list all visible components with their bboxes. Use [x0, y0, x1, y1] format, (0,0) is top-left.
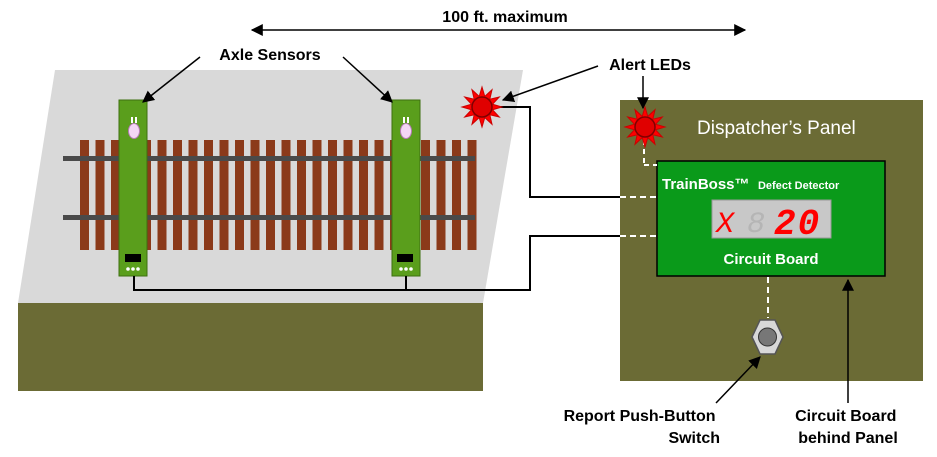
railroad-tie — [157, 140, 167, 250]
trainboss-brand: TrainBoss™ — [662, 176, 750, 193]
report-switch-line1: Report Push-Button — [564, 408, 716, 425]
railroad-tie — [467, 140, 477, 250]
axle-sensor-right — [391, 99, 421, 277]
board-behind-line1: Circuit Board — [795, 408, 896, 425]
railroad-tie — [235, 140, 244, 250]
wire-led-to-board — [497, 106, 620, 198]
trainboss-label: TrainBoss™ Defect Detector — [662, 176, 840, 193]
wire-sensors-to-board — [133, 235, 620, 291]
callout-alert-led-1 — [501, 65, 599, 103]
railroad-tie — [343, 140, 353, 250]
alert-leds-label: Alert LEDs — [609, 57, 691, 74]
railroad-tie — [188, 140, 198, 250]
railroad-tie — [111, 140, 120, 250]
railroad-tie — [436, 140, 446, 250]
callout-axle-left — [142, 56, 201, 103]
display-x-indicator: X — [714, 208, 736, 242]
rail-lower — [63, 215, 475, 220]
led-starburst-icon — [460, 85, 504, 129]
ground-block — [18, 303, 483, 391]
axle-sensor-left — [118, 99, 148, 277]
axle-sensors-label: Axle Sensors — [219, 47, 320, 64]
callout-report-switch — [715, 356, 761, 404]
sensor-bulb-icon — [400, 117, 412, 139]
panel-title: Dispatcher’s Panel — [697, 118, 856, 139]
railroad-tie — [219, 140, 229, 250]
railroad-tie — [204, 140, 213, 250]
railroad-tie — [266, 140, 275, 250]
display-digits: 20 — [774, 204, 821, 245]
railroad-tie — [297, 140, 306, 250]
railroad-tie — [95, 140, 105, 250]
board-behind-line2: behind Panel — [798, 430, 898, 447]
railroad-tie — [80, 140, 89, 250]
display-ghost-digit: 8 — [747, 208, 765, 242]
railroad-tie — [374, 140, 384, 250]
railroad-tie — [359, 140, 368, 250]
rail-upper — [63, 156, 475, 161]
railroad-tie — [281, 140, 291, 250]
railroad-tie — [452, 140, 461, 250]
trainboss-suffix: Defect Detector — [758, 180, 840, 192]
callout-axle-right — [342, 56, 393, 103]
report-switch-label: Report Push-Button Switch — [564, 408, 720, 447]
led-starburst-icon — [623, 105, 667, 149]
railroad-tie — [328, 140, 337, 250]
dimension-label: 100 ft. maximum — [442, 9, 567, 26]
board-behind-panel-label: Circuit Board behind Panel — [795, 408, 901, 447]
circuit-board-label: Circuit Board — [723, 251, 818, 268]
report-switch-line2: Switch — [668, 430, 720, 447]
sensor-bulb-icon — [128, 117, 140, 139]
railroad-tie — [173, 140, 182, 250]
segment-display — [711, 199, 832, 239]
push-button-icon[interactable] — [751, 319, 784, 355]
railroad-tie — [421, 140, 430, 250]
railroad-tie — [312, 140, 322, 250]
railroad-tie — [250, 140, 260, 250]
